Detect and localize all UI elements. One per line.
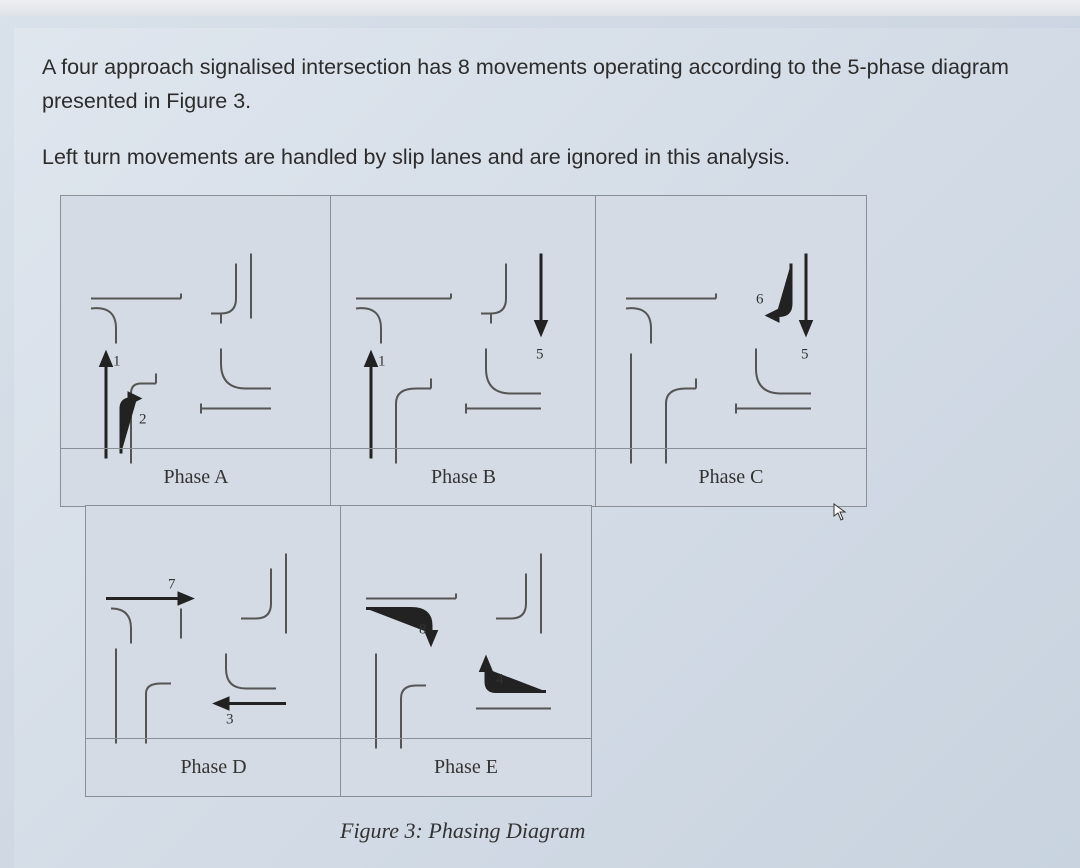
phase-e-cell: 8 4 Phase E — [340, 505, 592, 797]
phase-e-diagram: 8 4 — [366, 553, 551, 749]
movement-label: 7 — [168, 577, 176, 593]
phase-d-diagram: 7 3 — [106, 553, 287, 744]
movement-8-arrow — [366, 607, 433, 634]
movement-label: 5 — [536, 347, 544, 363]
phase-label: Phase D — [86, 738, 341, 795]
movement-label: 1 — [378, 354, 386, 370]
movement-label: 1 — [113, 354, 121, 370]
question-paragraph: A four approach signalised intersection … — [42, 55, 1009, 113]
phase-b-diagram: 1 5 — [355, 253, 549, 464]
figure-caption: Figure 3: Phasing Diagram — [340, 818, 586, 843]
movement-label: 5 — [801, 347, 809, 363]
phase-d-cell: 7 3 Phase D — [85, 505, 342, 797]
phase-label: Phase C — [596, 448, 866, 505]
phase-label: Phase B — [331, 448, 596, 505]
phasing-diagram-figure: 1 2 Phase A 1 5 Phase B — [60, 195, 870, 815]
phase-label: Phase E — [341, 738, 591, 795]
movement-4-arrow — [484, 668, 546, 693]
movement-label: 8 — [419, 622, 427, 638]
phase-c-cell: 6 5 Phase C — [595, 195, 867, 507]
movement-label: 2 — [139, 412, 147, 428]
question-note: Left turn movements are handled by slip … — [42, 145, 791, 169]
mouse-cursor-icon — [833, 503, 847, 521]
browser-top-bar — [0, 0, 1080, 16]
movement-label: 6 — [756, 292, 764, 308]
movement-label: 3 — [226, 712, 234, 728]
phase-c-diagram: 6 5 — [625, 253, 814, 464]
phase-label: Phase A — [61, 448, 331, 505]
phase-a-diagram: 1 2 — [90, 253, 271, 464]
movement-label: 4 — [496, 672, 504, 688]
phase-a-cell: 1 2 Phase A — [60, 195, 332, 507]
phase-b-cell: 1 5 Phase B — [330, 195, 597, 507]
